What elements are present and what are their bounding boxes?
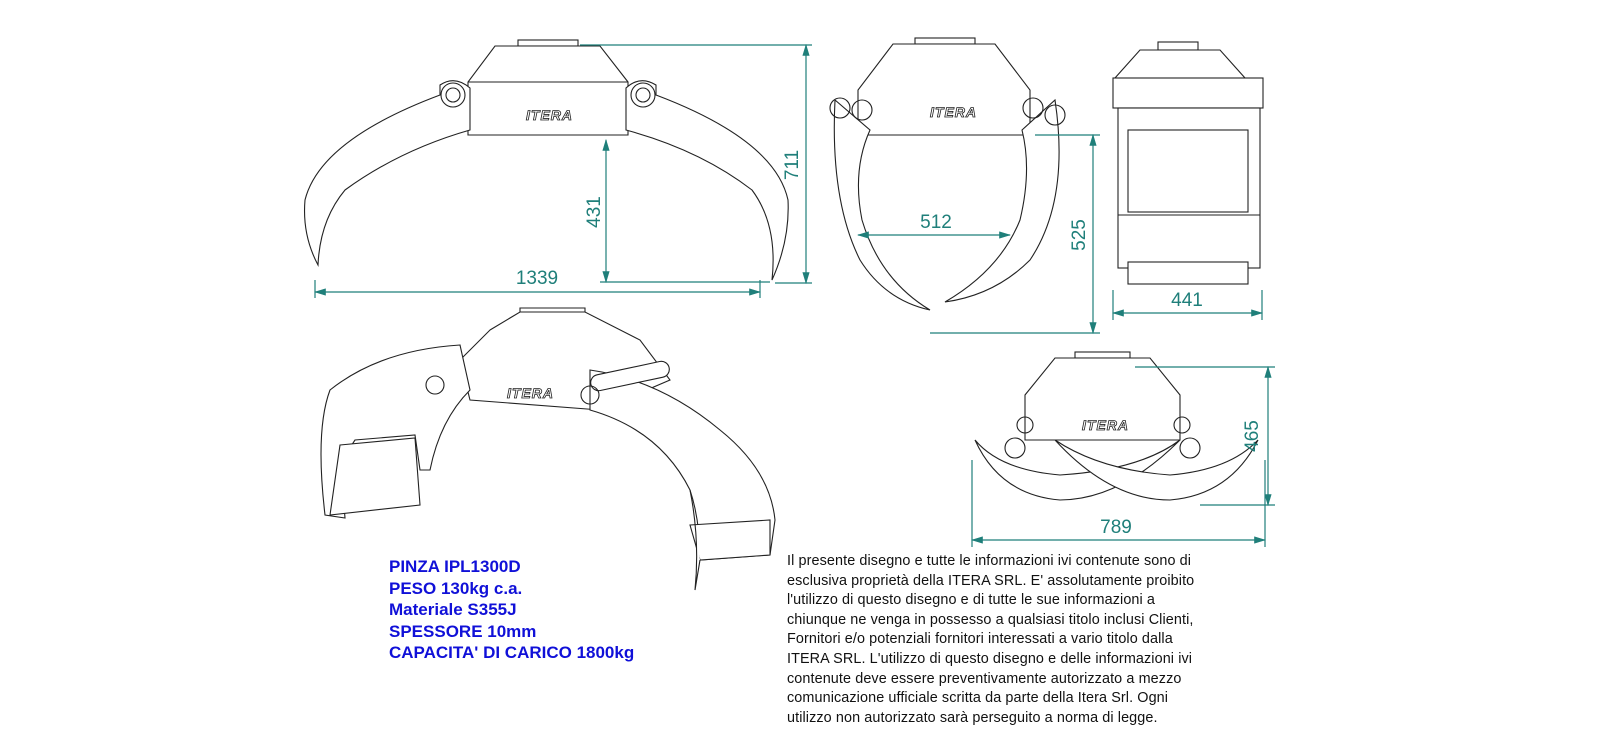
disclaimer-line: chiunque ne venga in possesso a qualsias… [787,611,1194,628]
svg-text:525: 525 [1069,219,1090,251]
svg-text:1339: 1339 [516,268,558,289]
dimension-525: 525 [930,133,1100,335]
disclaimer-line: esclusiva proprietà della ITERA SRL. E' … [787,572,1195,589]
disclaimer-line: utilizzo non autorizzato sarà perseguito… [787,709,1158,726]
disclaimer-line: contenute deve essere preventivamente au… [787,670,1182,687]
svg-text:431: 431 [584,196,605,228]
spec-material: Materiale S355J [389,600,517,619]
dimension-465: 465 [1135,365,1275,507]
front-view: ITERA [304,39,789,281]
svg-text:789: 789 [1100,517,1132,538]
dimension-441: 441 [1111,290,1264,320]
svg-text:465: 465 [1242,420,1263,452]
closed-view: ITERA [974,351,1259,501]
itera-logo: ITERA [507,385,554,401]
spec-capacity: CAPACITA' DI CARICO 1800kg [389,643,635,662]
spec-weight: PESO 130kg c.a. [389,578,523,598]
dimension-1339: 1339 [313,268,762,298]
disclaimer-line: ITERA SRL. L'utilizzo di questo disegno … [787,650,1193,667]
itera-logo: ITERA [1082,417,1129,433]
end-view [1112,41,1264,285]
disclaimer-line: comunicazione ufficiale scritta da parte… [787,690,1169,707]
product-specs: PINZA IPL1300D PESO 130kg c.a. Materiale… [389,556,634,664]
copyright-disclaimer: Il presente disegno e tutte le informazi… [787,552,1307,728]
svg-text:441: 441 [1171,290,1203,311]
dimension-431: 431 [584,138,770,284]
disclaimer-line: Il presente disegno e tutte le informazi… [787,553,1192,569]
itera-logo: ITERA [930,104,977,120]
disclaimer-line: l'utilizzo di questo disegno e di tutte … [787,592,1156,609]
isometric-view: ITERA [320,307,776,591]
disclaimer-line: Fornitori e/o potenziali fornitori inter… [787,631,1173,648]
dimension-512: 512 [856,212,1012,239]
svg-text:512: 512 [920,212,952,233]
side-view: ITERA [829,37,1066,311]
spec-thickness: SPESSORE 10mm [389,621,537,641]
svg-text:711: 711 [782,150,803,180]
dimension-789: 789 [970,460,1267,547]
spec-model: PINZA IPL1300D [389,557,521,576]
itera-logo: ITERA [526,107,573,123]
dimension-711: 711 [580,43,812,285]
